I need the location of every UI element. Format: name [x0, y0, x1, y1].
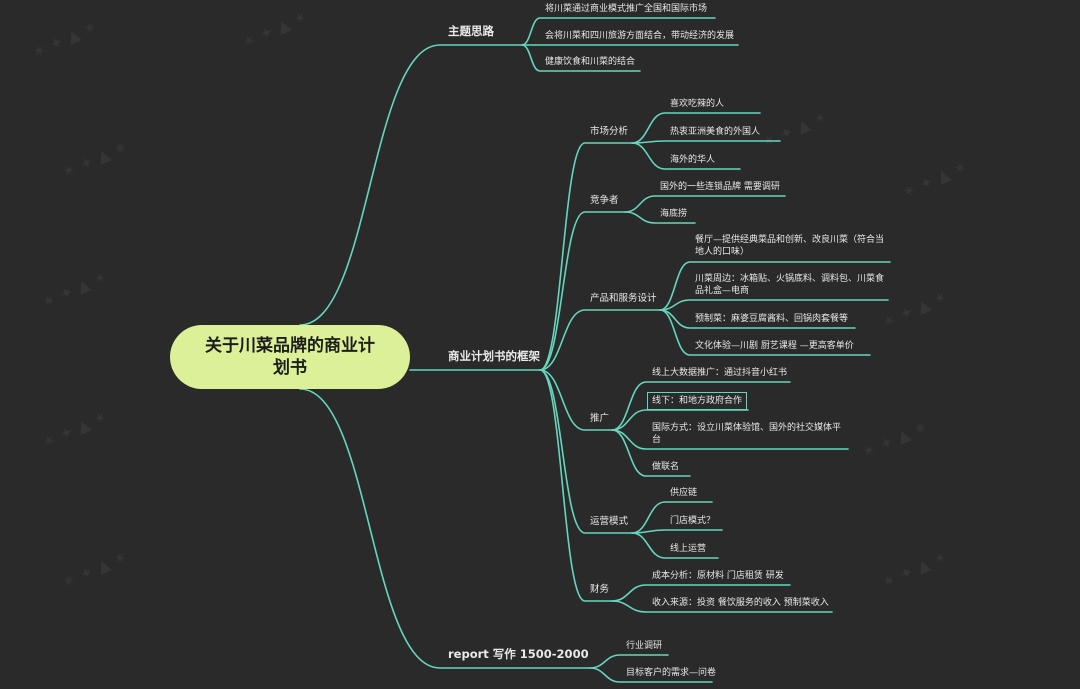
- section-promotion[interactable]: 推广: [590, 413, 610, 424]
- connector: [539, 142, 633, 371]
- section-market[interactable]: 市场分析: [590, 126, 629, 137]
- section-competitors[interactable]: 竞争者: [590, 195, 619, 206]
- product-item[interactable]: 餐厅—提供经典菜品和创新、改良川菜（符合当地人的口味）: [695, 235, 885, 257]
- connector: [631, 501, 713, 534]
- operations-item[interactable]: 线上运营: [670, 544, 707, 554]
- competitor-item[interactable]: 海底捞: [660, 209, 688, 219]
- connector: [299, 388, 591, 669]
- root-node[interactable]: 关于川菜品牌的商业计划书: [170, 325, 410, 389]
- connector: [659, 299, 889, 311]
- connector: [631, 140, 781, 144]
- promotion-item[interactable]: 国际方式：设立川菜体验馆、国外的社交媒体平台: [652, 423, 842, 445]
- connector: [539, 369, 633, 534]
- connector: [299, 44, 523, 326]
- product-item[interactable]: 文化体验—川剧 厨艺课程 —更高客单价: [695, 341, 854, 351]
- connector: [631, 112, 761, 144]
- root-title: 关于川菜品牌的商业计划书: [205, 336, 375, 378]
- connector: [624, 195, 786, 213]
- finance-item[interactable]: 收入来源：投资 餐饮服务的收入 预制菜收入: [652, 598, 829, 608]
- connector: [611, 381, 791, 431]
- theme-item[interactable]: 会将川菜和四川旅游方面结合，带动经济的发展: [545, 31, 735, 41]
- connector: [589, 667, 713, 683]
- connector: [659, 309, 871, 356]
- section-product[interactable]: 产品和服务设计: [590, 293, 657, 304]
- market-item[interactable]: 海外的华人: [670, 155, 716, 165]
- report-item[interactable]: 目标客户的需求—问卷: [626, 668, 717, 678]
- market-item[interactable]: 喜欢吃辣的人: [670, 99, 725, 109]
- connector: [539, 369, 613, 602]
- connector: [631, 529, 723, 534]
- connector: [659, 261, 891, 311]
- branch-theme[interactable]: 主题思路: [448, 24, 494, 38]
- connector: [521, 17, 716, 46]
- operations-item[interactable]: 供应链: [670, 488, 698, 498]
- promotion-item[interactable]: 线上大数据推广：通过抖音小红书: [652, 368, 788, 378]
- theme-item[interactable]: 将川菜通过商业模式推广全国和国际市场: [545, 4, 708, 14]
- section-finance[interactable]: 财务: [590, 584, 610, 595]
- promotion-item-selected[interactable]: 线下：和地方政府合作: [647, 392, 748, 410]
- report-item[interactable]: 行业调研: [626, 641, 663, 651]
- connector: [539, 211, 626, 371]
- connector: [521, 44, 641, 72]
- connector: [539, 309, 661, 371]
- connector: [631, 532, 719, 559]
- connector: [611, 584, 791, 602]
- theme-item[interactable]: 健康饮食和川菜的结合: [545, 57, 636, 67]
- connector: [631, 142, 741, 170]
- branch-framework[interactable]: 商业计划书的框架: [448, 349, 540, 363]
- connector: [539, 369, 613, 431]
- branch-report[interactable]: report 写作 1500-2000: [448, 647, 589, 661]
- market-item[interactable]: 热衷亚洲美食的外国人: [670, 127, 761, 137]
- operations-item[interactable]: 门店模式？: [670, 516, 716, 526]
- connector: [611, 429, 691, 477]
- connector: [589, 654, 669, 669]
- finance-item[interactable]: 成本分析：原材料 门店租赁 研发: [652, 571, 784, 581]
- promotion-item[interactable]: 做联名: [652, 462, 680, 472]
- connector: [624, 211, 696, 224]
- connector: [611, 409, 749, 431]
- connector: [611, 600, 833, 613]
- competitor-item[interactable]: 国外的一些连锁品牌 需要调研: [660, 182, 780, 192]
- product-item[interactable]: 川菜周边：冰箱贴、火锅底料、调料包、川菜食品礼盒—电商: [695, 274, 885, 296]
- product-item[interactable]: 预制菜：麻婆豆腐酱料、回锅肉套餐等: [695, 314, 849, 324]
- section-operations[interactable]: 运营模式: [590, 516, 629, 527]
